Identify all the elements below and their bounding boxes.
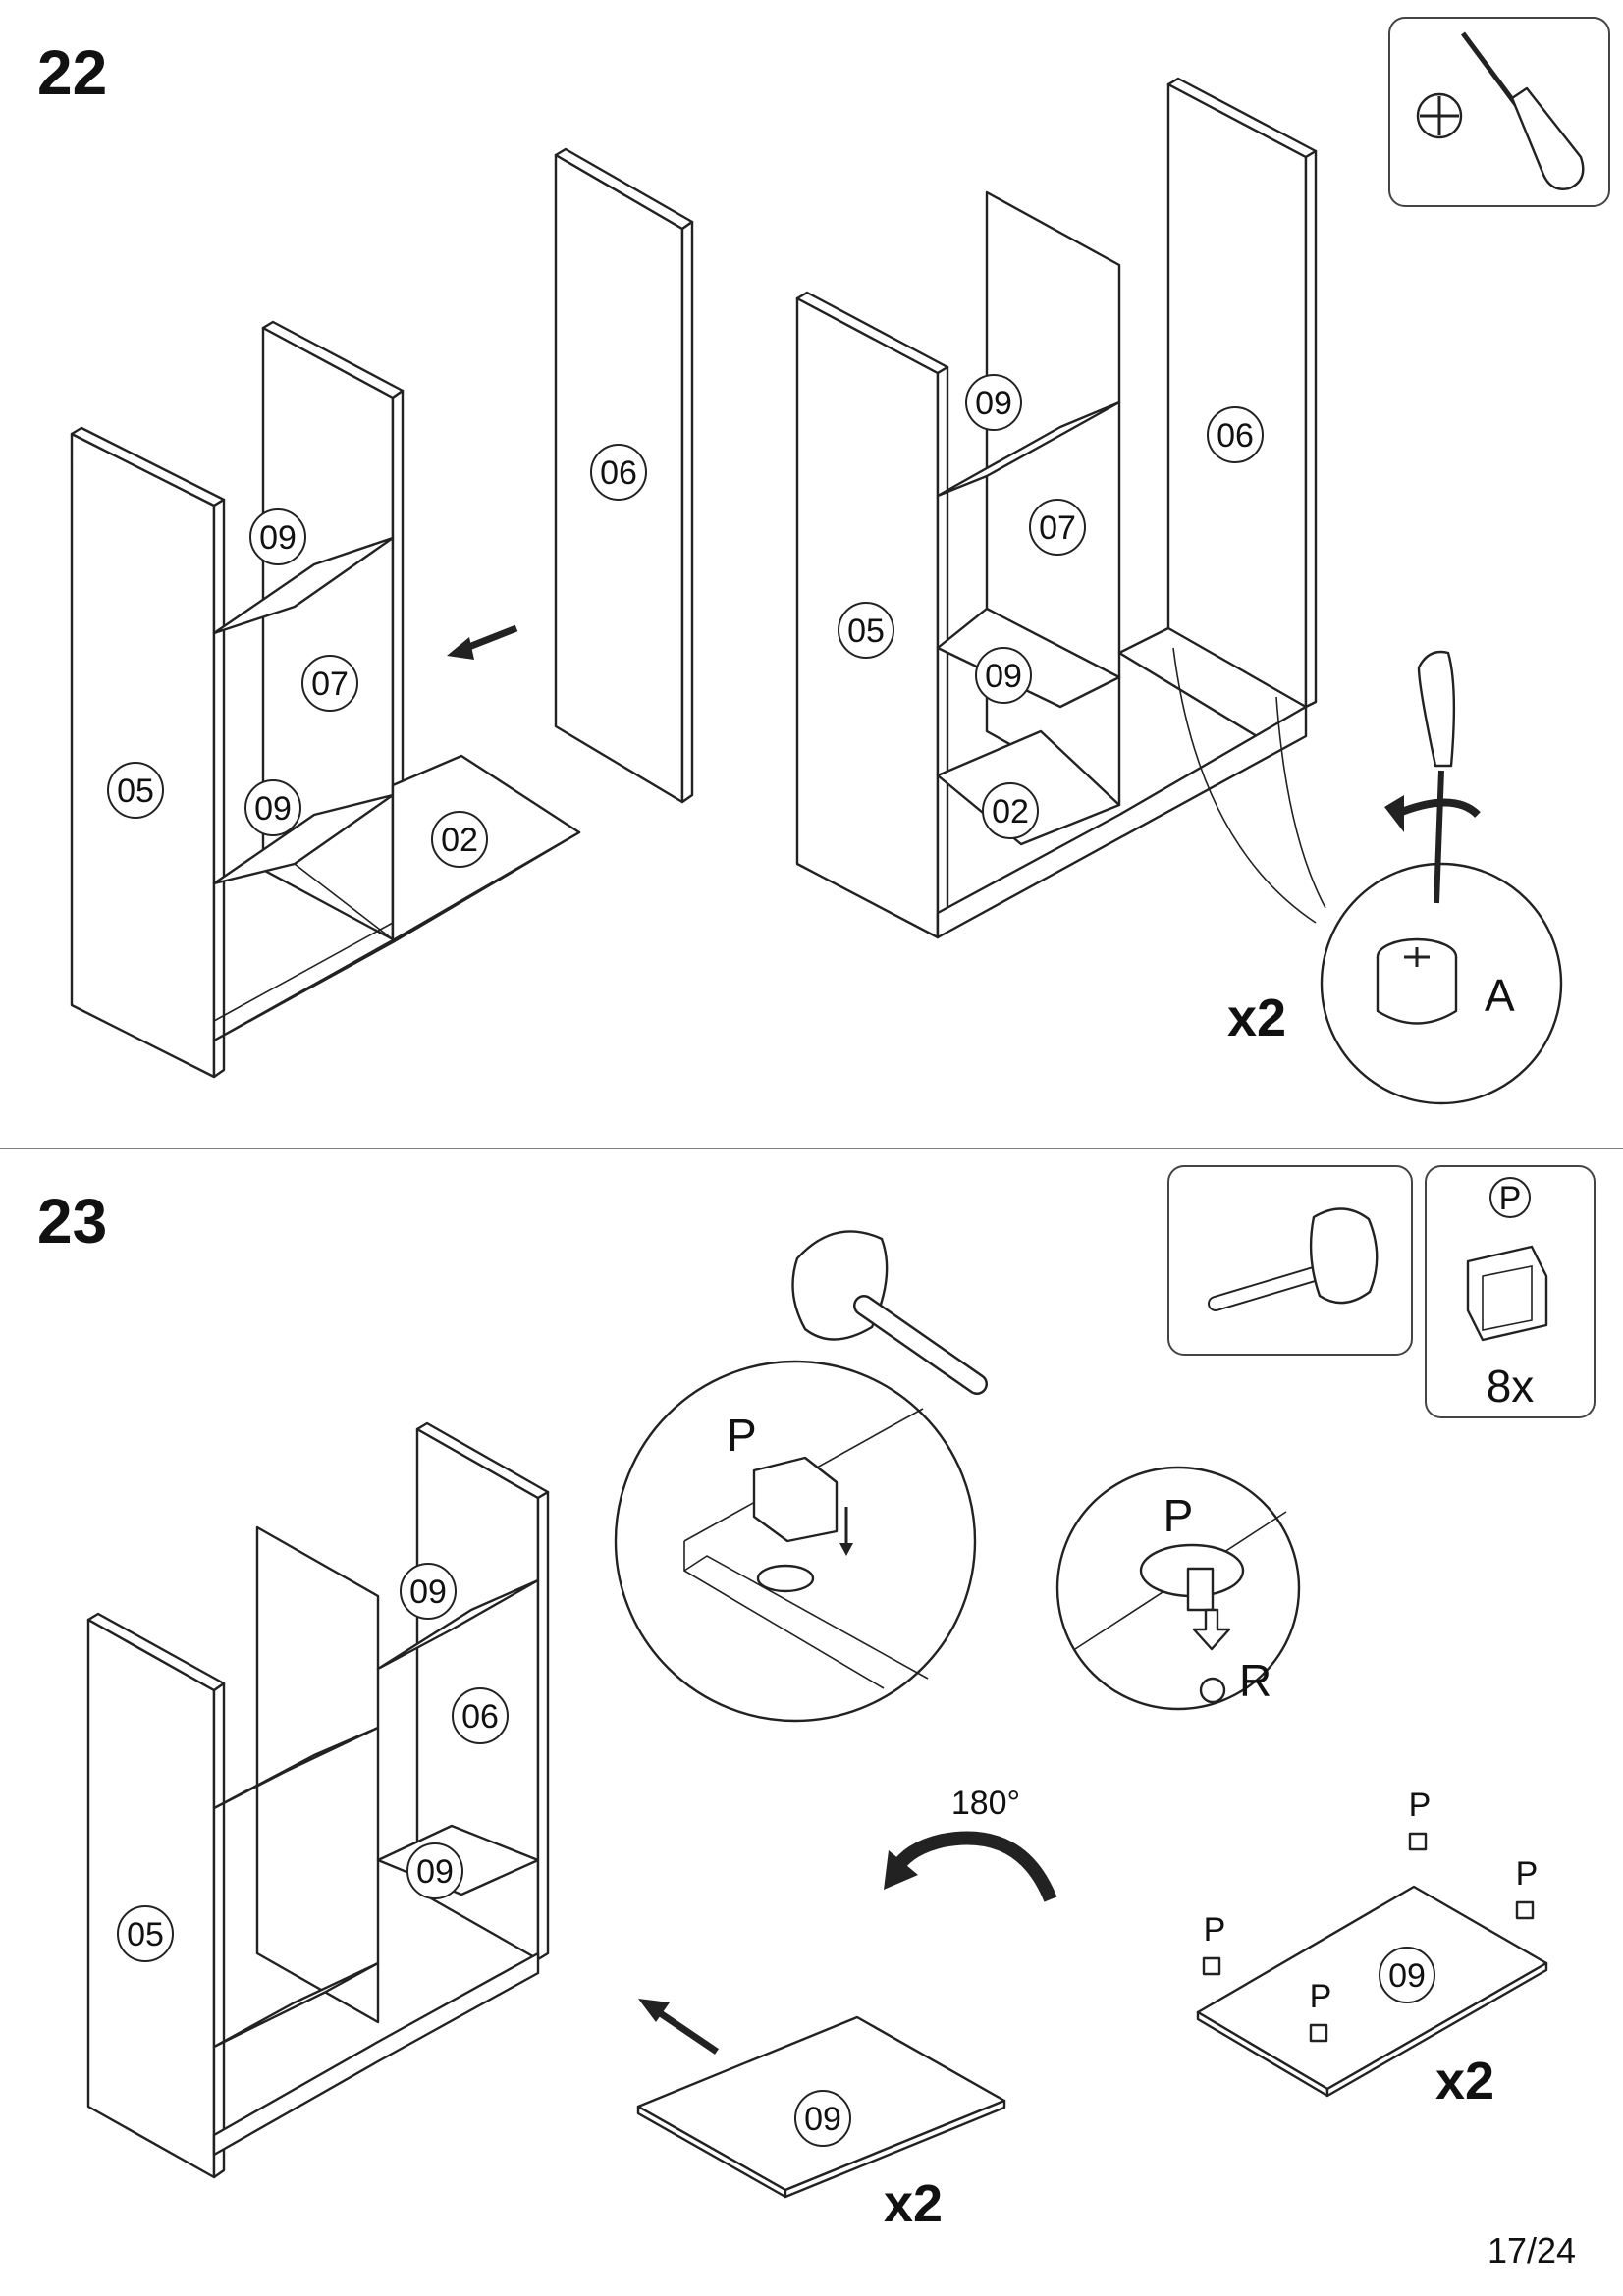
mallet-striking-icon (791, 1230, 988, 1395)
part-tag-07: 07 (301, 655, 358, 712)
peg-icon-2: P (1409, 1787, 1432, 1851)
peg-icon-1: P (1202, 1911, 1226, 1976)
part-box-p: P 8x (1425, 1165, 1596, 1418)
svg-text:07: 07 (1039, 509, 1076, 547)
arrow-left-icon (447, 624, 518, 660)
multiplier-22: x2 (1227, 988, 1286, 1047)
tool-box-screwdriver (1388, 17, 1610, 207)
svg-text:05: 05 (117, 773, 154, 810)
part-tag-09-lower: 09 (244, 779, 301, 836)
svg-text:09: 09 (985, 658, 1022, 695)
svg-text:P: P (1310, 1978, 1332, 2015)
part-tag-06-r: 06 (1207, 406, 1264, 463)
flipped-shelf (1196, 1885, 1548, 2098)
peg-remove-detail: P R (1055, 1466, 1301, 1711)
cam-lock-icon (1376, 937, 1458, 1025)
screwdriver-icon (1460, 31, 1585, 190)
mallet-icon (1208, 1207, 1379, 1311)
part-tag-09-flipped: 09 (1379, 1947, 1435, 2003)
cam-lock-detail: A (1172, 647, 1563, 1105)
svg-text:09: 09 (254, 790, 292, 828)
svg-text:05: 05 (127, 1916, 164, 1953)
rotate-arrow-icon: 180° (884, 1785, 1057, 1902)
tool-box-mallet (1167, 1165, 1413, 1356)
part-tag-09-s23-top: 09 (400, 1563, 457, 1620)
phillips-head-icon (1416, 92, 1463, 139)
svg-text:09: 09 (1388, 1957, 1426, 1995)
svg-text:02: 02 (992, 793, 1029, 830)
screwdriver-rotate-icon (1384, 650, 1481, 904)
svg-text:09: 09 (416, 1853, 454, 1891)
step-number-23: 23 (37, 1186, 107, 1256)
multiplier-flipped: x2 (1435, 2052, 1494, 2110)
part-tag-05: 05 (107, 762, 164, 819)
part-tag-09-r-top: 09 (965, 374, 1022, 431)
page-number: 17/24 (1488, 2230, 1576, 2270)
fitting-label-a: A (1485, 970, 1515, 1021)
svg-text:09: 09 (975, 385, 1012, 422)
peg-icon-3: P (1516, 1855, 1539, 1920)
svg-text:09: 09 (409, 1574, 447, 1611)
part-tag-09-r-lower: 09 (975, 647, 1032, 704)
part-tag-07-r: 07 (1029, 499, 1086, 556)
part-tag-09-top: 09 (249, 508, 306, 565)
peg-clip-icon (1466, 1245, 1548, 1342)
detail-right-label-p: P (1163, 1490, 1194, 1541)
step-number-22: 22 (37, 37, 107, 108)
svg-text:09: 09 (804, 2101, 841, 2138)
svg-text:06: 06 (461, 1698, 499, 1735)
part-tag-06-s23: 06 (452, 1687, 509, 1744)
part-tag-02-r: 02 (982, 782, 1039, 839)
detail-left-label-p: P (727, 1410, 757, 1461)
peg-icon-4: P (1310, 1978, 1332, 2043)
svg-text:05: 05 (847, 613, 885, 650)
multiplier-loose: x2 (884, 2174, 943, 2233)
part-box-quantity: 8x (1487, 1361, 1535, 1412)
svg-text:06: 06 (600, 454, 637, 492)
svg-text:P: P (1204, 1911, 1226, 1949)
part-tag-02: 02 (431, 811, 488, 868)
part-tag-05-s23: 05 (117, 1905, 174, 1962)
peg-insert-detail: P (614, 1360, 977, 1723)
svg-text:09: 09 (259, 519, 297, 557)
part-tag-05-r: 05 (838, 602, 894, 659)
svg-text:06: 06 (1217, 417, 1254, 454)
part-tag-06: 06 (590, 444, 647, 501)
arrow-up-left-icon (638, 1999, 719, 2055)
step-22: 22 (37, 17, 1610, 1105)
part-tag-09-loose: 09 (794, 2090, 851, 2147)
svg-text:02: 02 (441, 822, 478, 859)
svg-text:07: 07 (311, 666, 349, 703)
rotation-label: 180° (951, 1785, 1020, 1822)
cabinet-step23 (86, 1421, 550, 2179)
part-tag-09-s23-mid: 09 (406, 1842, 463, 1899)
part-box-letter: P (1499, 1180, 1522, 1217)
step-23: 23 P 8x (37, 1165, 1596, 2233)
cabinet-exploded (70, 320, 581, 1079)
svg-text:P: P (1409, 1787, 1432, 1824)
detail-right-label-r: R (1239, 1655, 1271, 1706)
svg-text:P: P (1516, 1855, 1539, 1893)
